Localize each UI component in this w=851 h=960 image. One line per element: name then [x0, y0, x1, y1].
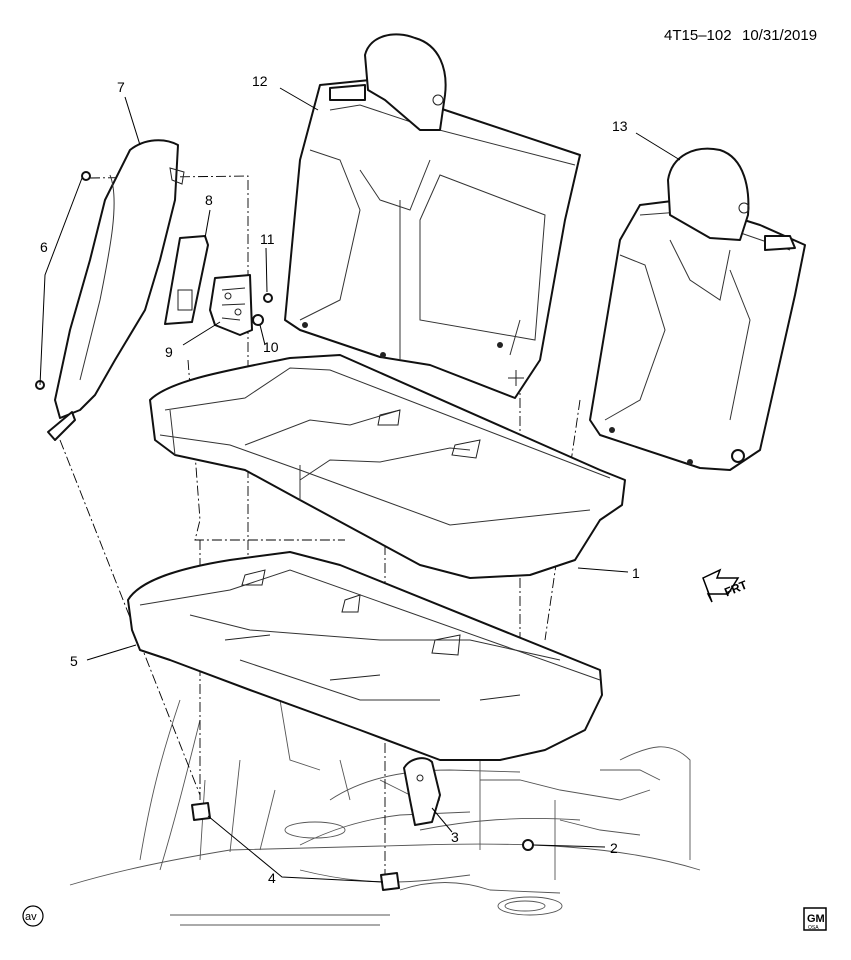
gm-logo-text: GM: [807, 913, 825, 925]
seat-back-right: [589, 147, 806, 471]
callout-13: 13: [612, 118, 628, 134]
callout-10: 10: [263, 339, 279, 355]
gm-logo-icon: GM OSA: [803, 907, 827, 931]
nut-11: [263, 293, 273, 303]
seat-back-left: [284, 33, 581, 399]
diagram-date: 10/31/2019: [742, 27, 817, 44]
av-badge: av: [22, 905, 44, 927]
callout-3: 3: [451, 829, 459, 845]
front-arrow-icon: [702, 568, 740, 603]
diagram-code: 4T15–102: [664, 27, 732, 44]
callout-4: 4: [268, 870, 276, 886]
av-badge-label: av: [25, 911, 37, 923]
callout-1: 1: [632, 565, 640, 581]
side-bolster: [47, 139, 185, 441]
callout-6: 6: [40, 239, 48, 255]
leader-lines: [39, 87, 681, 883]
callout-8: 8: [205, 192, 213, 208]
seat-cushion-pad: [127, 551, 603, 761]
plug: [522, 839, 534, 851]
gm-logo-subtext: OSA: [808, 925, 819, 931]
front-direction-indicator: FRT: [702, 568, 750, 603]
seat-cushion-cover: [149, 354, 626, 579]
callout-12: 12: [252, 73, 268, 89]
bolts: [35, 171, 91, 390]
callout-5: 5: [70, 653, 78, 669]
nut-10: [252, 314, 264, 326]
seat-back-bracket: [209, 274, 253, 336]
callout-2: 2: [610, 840, 618, 856]
latch-bezel: [164, 235, 209, 325]
hinge-bracket: [403, 757, 441, 826]
callout-labels: 1 2 3 4 5 6 7 8 9 10 11 12 13: [40, 73, 640, 886]
callout-9: 9: [165, 344, 173, 360]
callout-11: 11: [260, 231, 275, 247]
callout-7: 7: [117, 79, 125, 95]
